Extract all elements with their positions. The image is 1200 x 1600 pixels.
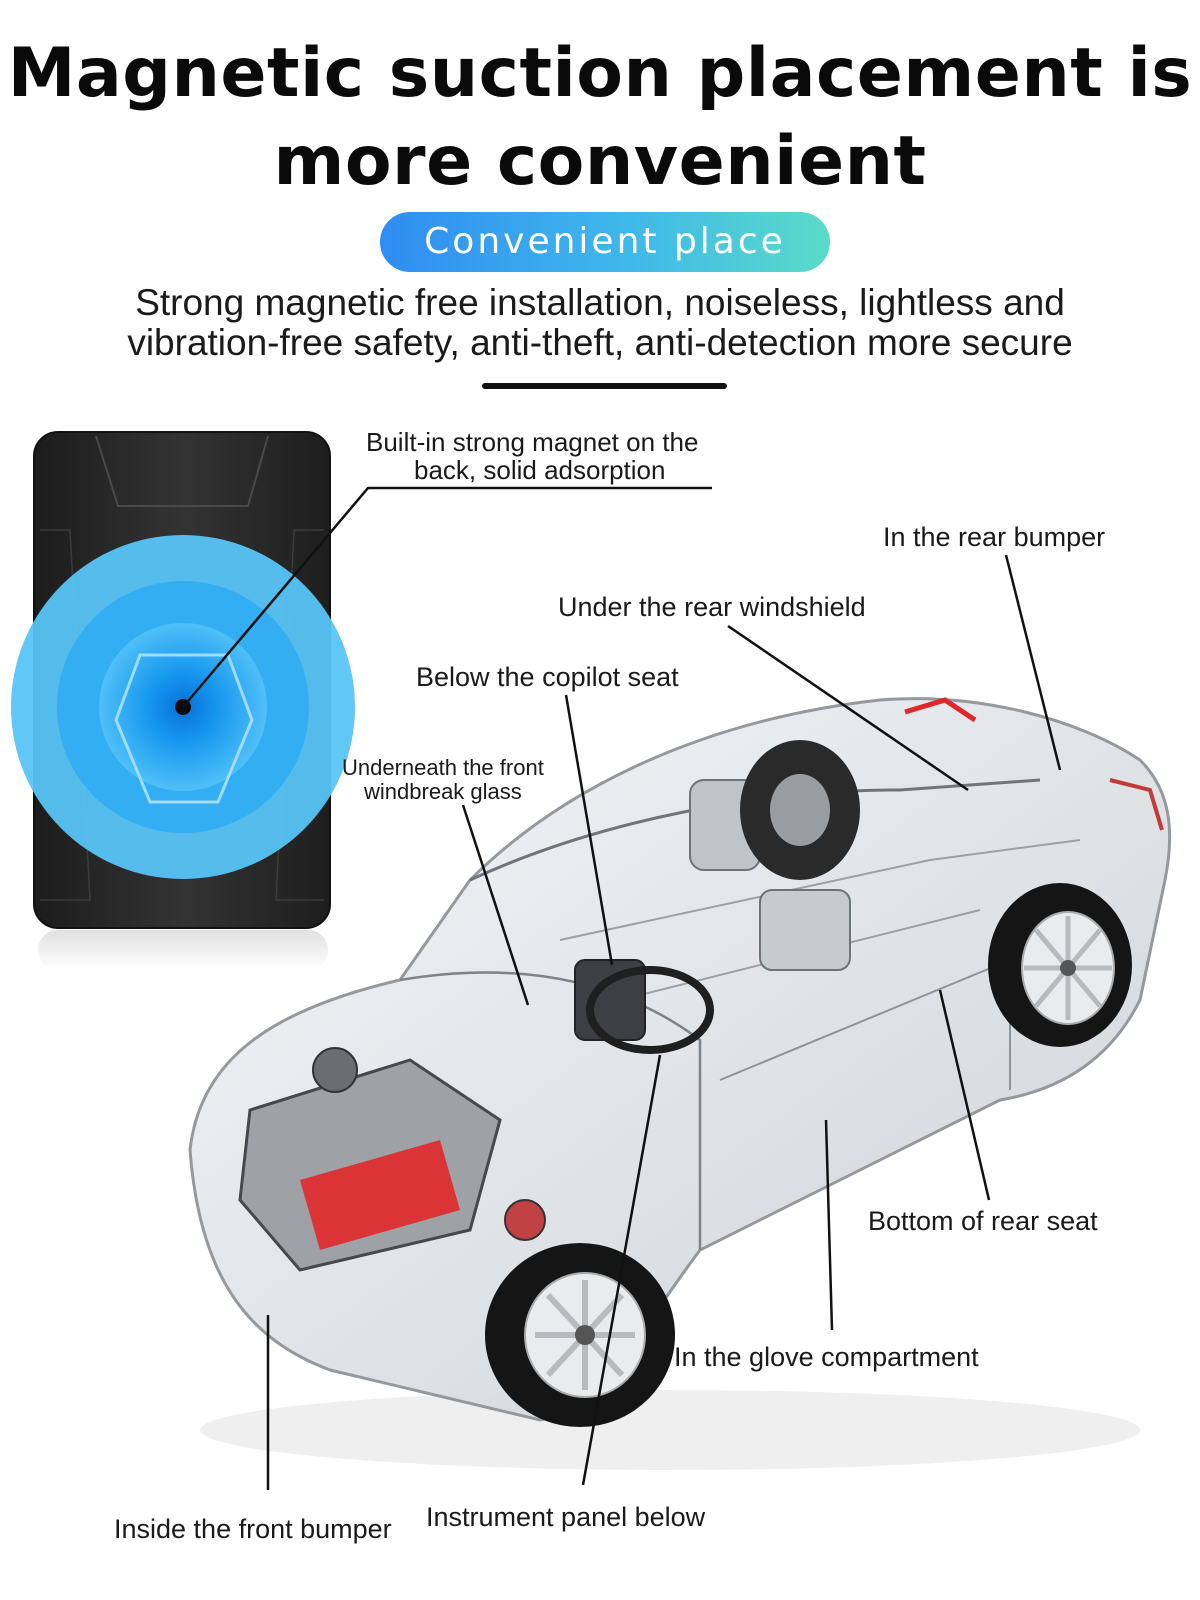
label-front-bumper: Inside the front bumper — [114, 1514, 392, 1544]
leader-line-rear-bumper — [1004, 554, 1062, 771]
magnet-callout-line-2: back, solid adsorption — [414, 455, 666, 485]
label-glove-compartment: In the glove compartment — [674, 1342, 979, 1372]
title-line-2: more convenient — [273, 122, 927, 201]
subtitle-line-1: Strong magnetic free installation, noise… — [135, 282, 1065, 323]
label-rear-bumper: In the rear bumper — [883, 522, 1106, 552]
divider — [482, 383, 727, 389]
label-instrument-panel: Instrument panel below — [426, 1502, 706, 1532]
leader-line-magnet — [182, 486, 712, 708]
rear-wheel — [988, 883, 1132, 1047]
leader-line-glove-compartment — [824, 1119, 834, 1331]
label-front-glass-line-1: Underneath the front — [342, 755, 544, 780]
feature-subtitle: Strong magnetic free installation, noise… — [0, 283, 1200, 363]
label-copilot-seat: Below the copilot seat — [416, 662, 679, 692]
label-rear-windshield: Under the rear windshield — [558, 592, 866, 622]
engine-block — [238, 1047, 546, 1272]
leader-line-instrument-panel — [581, 1054, 662, 1486]
magnet-callout: Built-in strong magnet on the back, soli… — [366, 428, 698, 484]
magnet-callout-line-1: Built-in strong magnet on the — [366, 427, 699, 457]
leader-line-copilot-seat — [564, 694, 614, 966]
leader-line-front-glass — [461, 804, 530, 1006]
leader-lines — [182, 486, 1062, 1490]
label-rear-seat: Bottom of rear seat — [868, 1206, 1098, 1236]
leader-line-rear-windshield — [727, 624, 969, 792]
car-illustration — [188, 697, 1172, 1470]
title-line-1: Magnetic suction placement is — [7, 34, 1193, 113]
front-wheel — [485, 1243, 675, 1427]
convenient-place-badge: Convenient place — [380, 212, 830, 272]
page-title: Magnetic suction placement is more conve… — [0, 30, 1200, 206]
subtitle-line-2: vibration-free safety, anti-theft, anti-… — [127, 322, 1073, 363]
label-front-glass-line-2: windbreak glass — [364, 779, 522, 804]
gps-tracker-device — [11, 431, 355, 970]
leader-line-rear-seat — [938, 989, 991, 1201]
label-front-glass: Underneath the front windbreak glass — [342, 756, 544, 804]
